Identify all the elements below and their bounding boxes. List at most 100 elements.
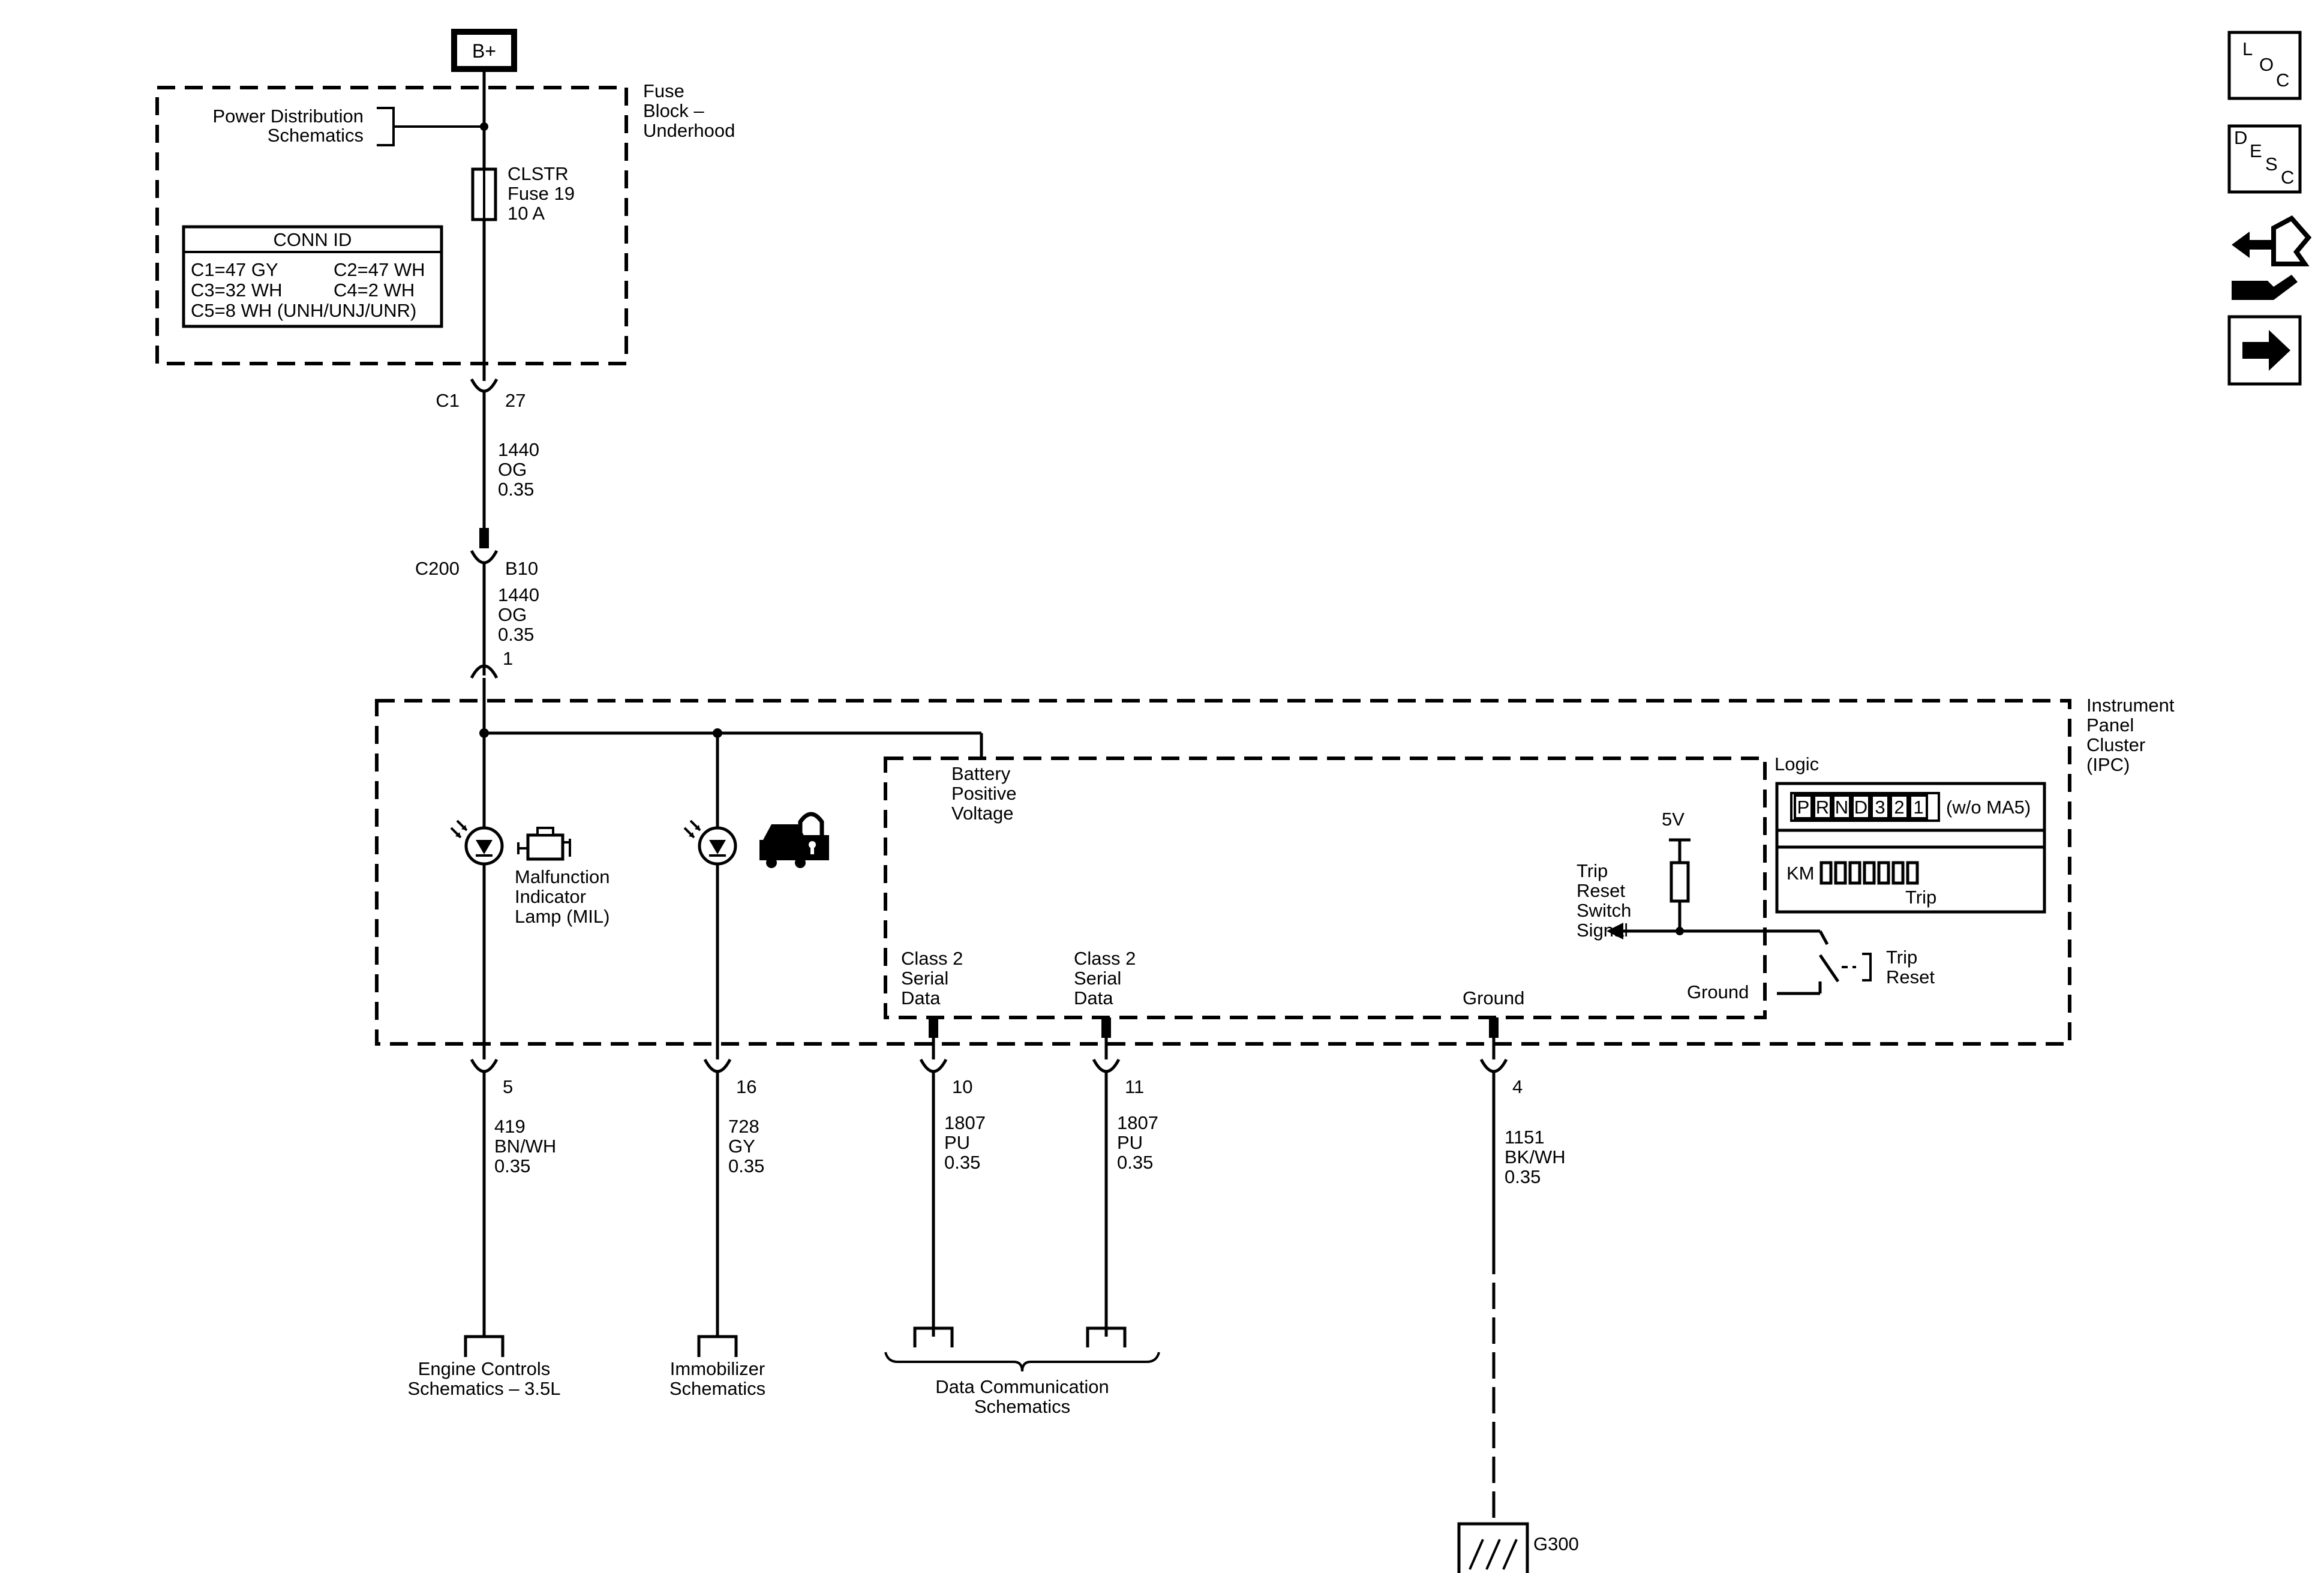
connector-exchange-icon[interactable]	[2232, 215, 2312, 300]
svg-text:Cluster: Cluster	[2086, 734, 2145, 755]
svg-text:0.35: 0.35	[728, 1155, 764, 1176]
pin-16: 16	[703, 1058, 756, 1097]
svg-text:27: 27	[505, 390, 526, 411]
svg-text:O: O	[2259, 54, 2274, 75]
engine-controls-link[interactable]: Engine Controls Schematics – 3.5L	[407, 1335, 561, 1399]
svg-text:Data: Data	[901, 987, 941, 1008]
wire-728-gy: 728 GY 0.35	[728, 1116, 764, 1176]
gear-letter: P	[1797, 797, 1810, 818]
svg-text:Lamp (MIL): Lamp (MIL)	[515, 906, 609, 927]
svg-text:0.35: 0.35	[944, 1152, 980, 1173]
odometer-digit	[1863, 861, 1876, 885]
svg-text:Schematics – 3.5L: Schematics – 3.5L	[407, 1378, 560, 1399]
svg-text:Trip: Trip	[1905, 887, 1936, 908]
svg-text:PU: PU	[944, 1132, 970, 1153]
svg-text:GY: GY	[728, 1136, 755, 1157]
svg-text:Block –: Block –	[643, 100, 704, 121]
description-button[interactable]: D E S C	[2227, 124, 2302, 194]
svg-text:Malfunction: Malfunction	[515, 866, 610, 887]
svg-text:1440: 1440	[498, 439, 539, 460]
svg-text:Immobilizer: Immobilizer	[670, 1358, 765, 1379]
odometer-digit	[1819, 861, 1833, 885]
connector-c1: C1 27	[436, 378, 526, 411]
svg-text:KM: KM	[1786, 863, 1815, 884]
odometer-digit	[1891, 861, 1905, 885]
svg-text:Fuse: Fuse	[643, 80, 684, 101]
svg-text:Battery: Battery	[951, 763, 1011, 784]
svg-text:11: 11	[1125, 1076, 1144, 1097]
data-communication-link[interactable]: Data Communication Schematics	[884, 1326, 1160, 1417]
fuse-19: CLSTR Fuse 19 10 A	[471, 163, 575, 224]
svg-text:Schematics: Schematics	[669, 1378, 765, 1399]
next-arrow-button[interactable]	[2227, 315, 2302, 386]
fuse-block-label: Fuse Block – Underhood	[643, 80, 735, 141]
mil-led	[450, 819, 504, 866]
svg-text:Schematics: Schematics	[974, 1396, 1070, 1417]
pin-11: 11	[1092, 1058, 1144, 1097]
odometer-digit	[1834, 861, 1847, 885]
svg-text:C1: C1	[436, 390, 460, 411]
svg-text:10 A: 10 A	[508, 203, 545, 224]
svg-text:0.35: 0.35	[498, 624, 534, 645]
svg-text:B10: B10	[505, 558, 538, 579]
gear-cell	[1870, 794, 1890, 819]
svg-text:Trip: Trip	[1886, 947, 1917, 968]
gear-cell	[1832, 794, 1851, 819]
svg-text:Reset: Reset	[1886, 966, 1935, 987]
wire-1807-pu-a: 1807 PU 0.35	[944, 1112, 986, 1173]
svg-text:Ground: Ground	[1687, 981, 1749, 1002]
wire-1440-og-lower: 1440 OG 0.35	[498, 584, 539, 645]
pin-10: 10	[919, 1058, 972, 1097]
gear-letter: 1	[1913, 797, 1923, 818]
svg-text:(w/o MA5): (w/o MA5)	[1946, 797, 2031, 818]
svg-text:CONN ID: CONN ID	[274, 229, 352, 250]
svg-text:728: 728	[728, 1116, 759, 1137]
pin-4: 4	[1479, 1058, 1523, 1097]
battery-positive-voltage-label: Battery Positive Voltage	[951, 763, 1017, 824]
svg-text:Underhood: Underhood	[643, 120, 735, 141]
immobilizer-link[interactable]: Immobilizer Schematics	[669, 1335, 765, 1399]
gear-letter: D	[1854, 797, 1867, 818]
ipc-label: Instrument Panel Cluster (IPC)	[2086, 695, 2175, 775]
svg-text:C2=47 WH: C2=47 WH	[334, 259, 425, 280]
svg-text:1807: 1807	[1117, 1112, 1158, 1133]
wire-1807-pu-b: 1807 PU 0.35	[1117, 1112, 1158, 1173]
power-distribution-link[interactable]: Power Distribution Schematics	[212, 106, 488, 146]
fuse-block-outline	[155, 86, 628, 365]
svg-text:BN/WH: BN/WH	[494, 1136, 556, 1157]
svg-text:G300: G300	[1533, 1533, 1579, 1554]
svg-text:1440: 1440	[498, 584, 539, 605]
gear-cell	[1890, 794, 1909, 819]
svg-text:OG: OG	[498, 604, 527, 625]
svg-text:C: C	[2276, 70, 2289, 91]
svg-text:0.35: 0.35	[1505, 1166, 1541, 1187]
ipc-input-pin: 1	[470, 648, 513, 679]
svg-text:Data: Data	[1074, 987, 1113, 1008]
svg-text:CLSTR: CLSTR	[508, 163, 569, 184]
wire-1151-bkwh: 1151 BK/WH 0.35	[1505, 1127, 1566, 1187]
gear-cell	[1909, 794, 1928, 819]
svg-text:Signal: Signal	[1577, 920, 1628, 941]
svg-text:D: D	[2234, 127, 2247, 148]
immobilizer-led	[683, 819, 737, 866]
svg-text:L: L	[2242, 38, 2253, 59]
svg-text:Switch: Switch	[1577, 900, 1631, 921]
svg-text:0.35: 0.35	[1117, 1152, 1153, 1173]
location-button[interactable]: L O C	[2227, 31, 2302, 100]
connector-c200: C200 B10	[415, 528, 538, 579]
svg-text:Positive: Positive	[951, 783, 1017, 804]
class2-data-b-label: Class 2 Serial Data	[1074, 948, 1136, 1008]
svg-text:Class 2: Class 2	[901, 948, 963, 969]
gear-letter: 2	[1894, 797, 1904, 818]
svg-text:Serial: Serial	[1074, 968, 1121, 989]
ground-g300: G300	[1457, 1522, 1579, 1573]
gear-letter: 3	[1875, 797, 1885, 818]
engine-icon	[517, 827, 571, 861]
gear-letter: R	[1816, 797, 1829, 818]
svg-text:10: 10	[952, 1076, 972, 1097]
right-arrow-icon	[2242, 330, 2290, 371]
car-lock-icon	[759, 812, 829, 868]
svg-text:Reset: Reset	[1577, 880, 1625, 901]
